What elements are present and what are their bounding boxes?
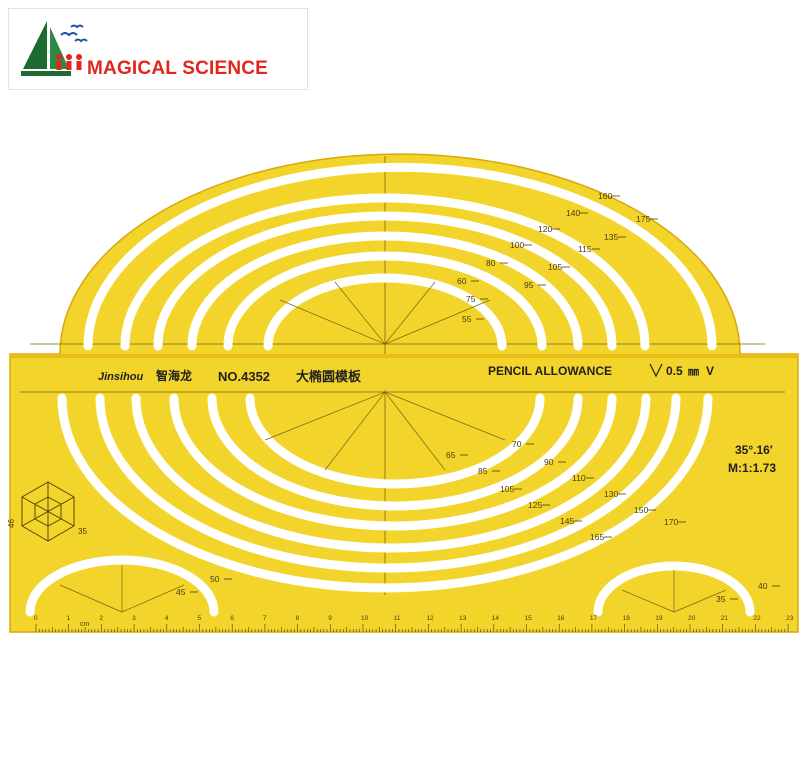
pencil-allowance-label: PENCIL ALLOWANCE [488, 364, 612, 378]
template-name-cn: 大椭圆模板 [296, 369, 362, 384]
ruler-label: 9 [328, 615, 332, 622]
upper-label: 140 [566, 208, 580, 218]
upper-label: 80 [486, 258, 496, 268]
upper-label: 120 [538, 224, 552, 234]
lower-label: 110 [572, 473, 586, 483]
lower-label: 125 [528, 500, 542, 510]
ruler-label: 0 [34, 615, 38, 622]
small-left-label: 45 [176, 587, 186, 597]
ruler-label: 18 [623, 615, 631, 622]
ruler-label: 15 [525, 615, 533, 622]
upper-label: 75 [466, 294, 476, 304]
ruler-unit: cm [80, 621, 90, 628]
brand-name: Jinsihou [98, 371, 144, 383]
lower-size-labels: 65 70 85 90 105 110 125 130 145 150 165 170 [446, 439, 686, 542]
ruler-label: 7 [263, 615, 267, 622]
upper-label: 115 [578, 244, 592, 254]
logo-text: MAGICAL SCIENCE [87, 58, 269, 79]
ruler-label: 11 [394, 615, 401, 622]
lower-label: 150 [634, 505, 648, 515]
lower-label: 130 [604, 489, 618, 499]
lower-radial-guides [264, 391, 506, 471]
pencil-tip-icon [649, 363, 663, 378]
lower-ellipse-slots [57, 393, 713, 593]
lower-label: 90 [544, 457, 554, 467]
lower-label: 165 [590, 532, 604, 542]
template-bevel [10, 354, 798, 358]
lower-label: 65 [446, 450, 456, 460]
small-right-label: 35 [716, 594, 726, 604]
small-ellipse-slots [25, 555, 755, 617]
ruler-label: 20 [688, 615, 696, 622]
ruler-label: 23 [786, 615, 794, 622]
brand-name-cn: 智海龙 [155, 368, 192, 383]
upper-radial-guides [279, 281, 491, 345]
isometric-cube-icon [21, 481, 75, 542]
upper-label: 100 [510, 240, 524, 250]
ruler-label: 13 [459, 615, 467, 622]
ruler-label: 1 [67, 615, 71, 622]
upper-size-labels: 55 60 75 80 95 100 105 115 120 135 140 160 175 [457, 191, 658, 324]
small-right-label: 40 [758, 581, 768, 591]
projection-angle: 35°.16′ [735, 443, 773, 457]
lower-label: 70 [512, 439, 522, 449]
ruler-label: 6 [230, 615, 234, 622]
lower-label: 145 [560, 516, 574, 526]
upper-label: 95 [524, 280, 534, 290]
brand-logo: MAGICAL SCIENCE [8, 8, 308, 90]
projection-ratio: M:1:1.73 [728, 461, 776, 475]
upper-label: 60 [457, 276, 467, 286]
ruler-label: 12 [426, 615, 434, 622]
upper-label: 175 [636, 214, 650, 224]
lower-label: 105 [500, 484, 514, 494]
ruler-label: 3 [132, 615, 136, 622]
ruler-label: 19 [655, 615, 663, 622]
upper-label: 135 [604, 232, 618, 242]
ruler-label: 5 [198, 615, 202, 622]
model-number: NO.4352 [218, 369, 270, 384]
ruler-label: 17 [590, 615, 598, 622]
small-left-label: 50 [210, 574, 220, 584]
pencil-allowance-unit: ㎜ [688, 366, 699, 378]
lower-label: 85 [478, 466, 488, 476]
ruler-label: 10 [361, 615, 369, 622]
lower-label: 170 [664, 517, 678, 527]
pencil-allowance-value: 0.5 [666, 364, 683, 378]
ruler-label: 8 [296, 615, 300, 622]
cube-dim-b: 35 [78, 527, 87, 536]
cube-dim-a: 46 [7, 519, 16, 528]
ruler-label: 14 [492, 615, 500, 622]
upper-label: 160 [598, 191, 612, 201]
sailboat-icon [21, 21, 88, 76]
ruler-label: 2 [99, 615, 103, 622]
ruler-label: 21 [721, 615, 729, 622]
ruler-label: 16 [557, 615, 565, 622]
pencil-allowance-suffix: V [706, 364, 714, 378]
ruler-label: 22 [753, 615, 761, 622]
small-radial-guides [59, 565, 727, 613]
upper-label: 55 [462, 314, 472, 324]
ruler-label: 4 [165, 615, 169, 622]
small-size-labels: 45 50 35 40 [176, 574, 780, 604]
upper-ellipse-slots [83, 162, 717, 351]
upper-label: 105 [548, 262, 562, 272]
